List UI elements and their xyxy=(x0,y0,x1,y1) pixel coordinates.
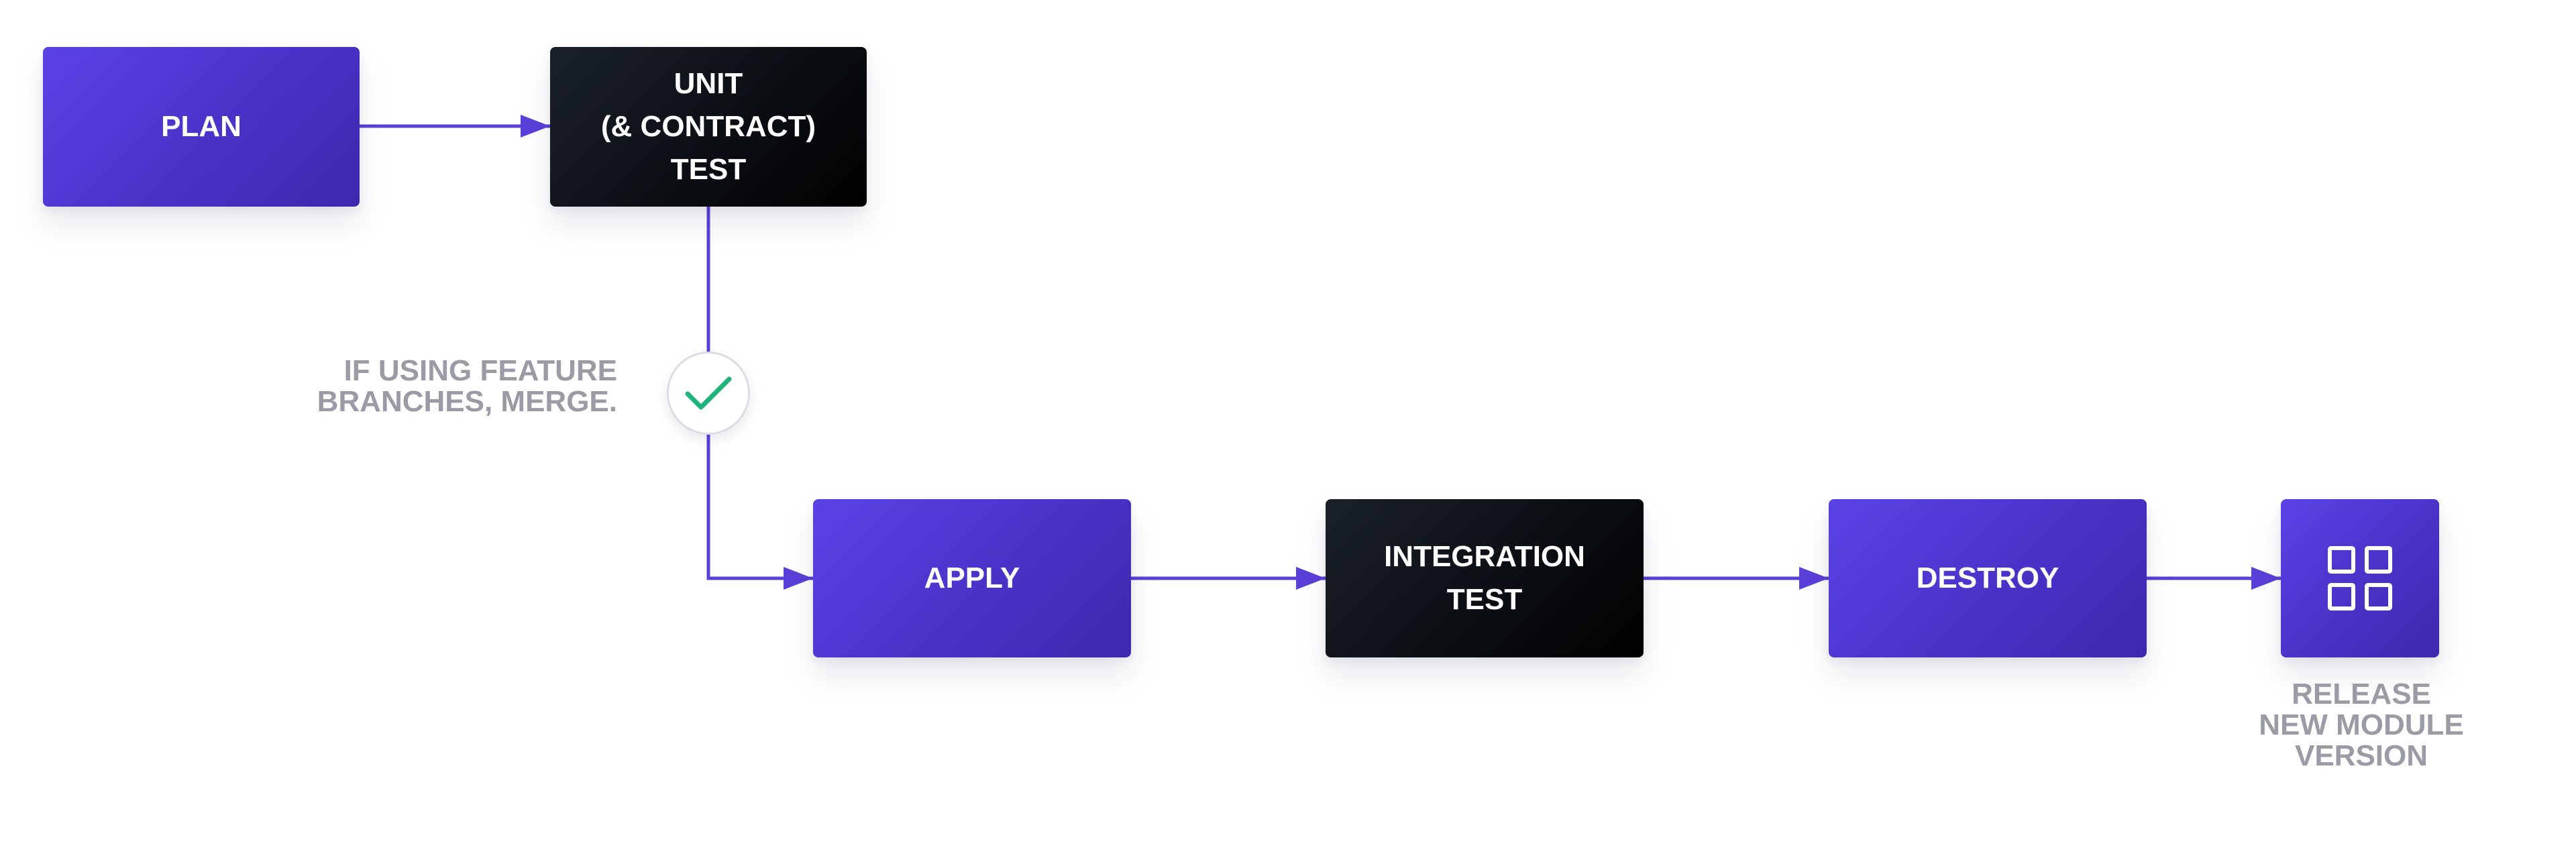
apply-node-label: APPLY xyxy=(924,562,1020,594)
unit-test-node: UNIT (& CONTRACT) TEST xyxy=(550,47,867,207)
plan-node: PLAN xyxy=(43,47,360,207)
plan-node-label: PLAN xyxy=(161,110,241,143)
release-note-caption: RELEASE NEW MODULE VERSION xyxy=(2259,678,2464,772)
destroy-node-label: DESTROY xyxy=(1916,562,2059,594)
apply-node: APPLY xyxy=(813,499,1131,657)
integration-test-node: INTEGRATION TEST xyxy=(1326,499,1644,657)
module-grid-icon xyxy=(2328,546,2392,610)
merge-note-caption: IF USING FEATURE BRANCHES, MERGE. xyxy=(317,354,617,418)
checkmark-icon xyxy=(685,376,732,410)
integration-test-node-label: INTEGRATION TEST xyxy=(1384,540,1585,616)
check-badge xyxy=(667,352,750,435)
release-node xyxy=(2281,499,2439,657)
arrow-check-to-apply xyxy=(706,435,813,590)
unit-test-node-label: UNIT (& CONTRACT) TEST xyxy=(600,67,816,186)
destroy-node: DESTROY xyxy=(1829,499,2147,657)
